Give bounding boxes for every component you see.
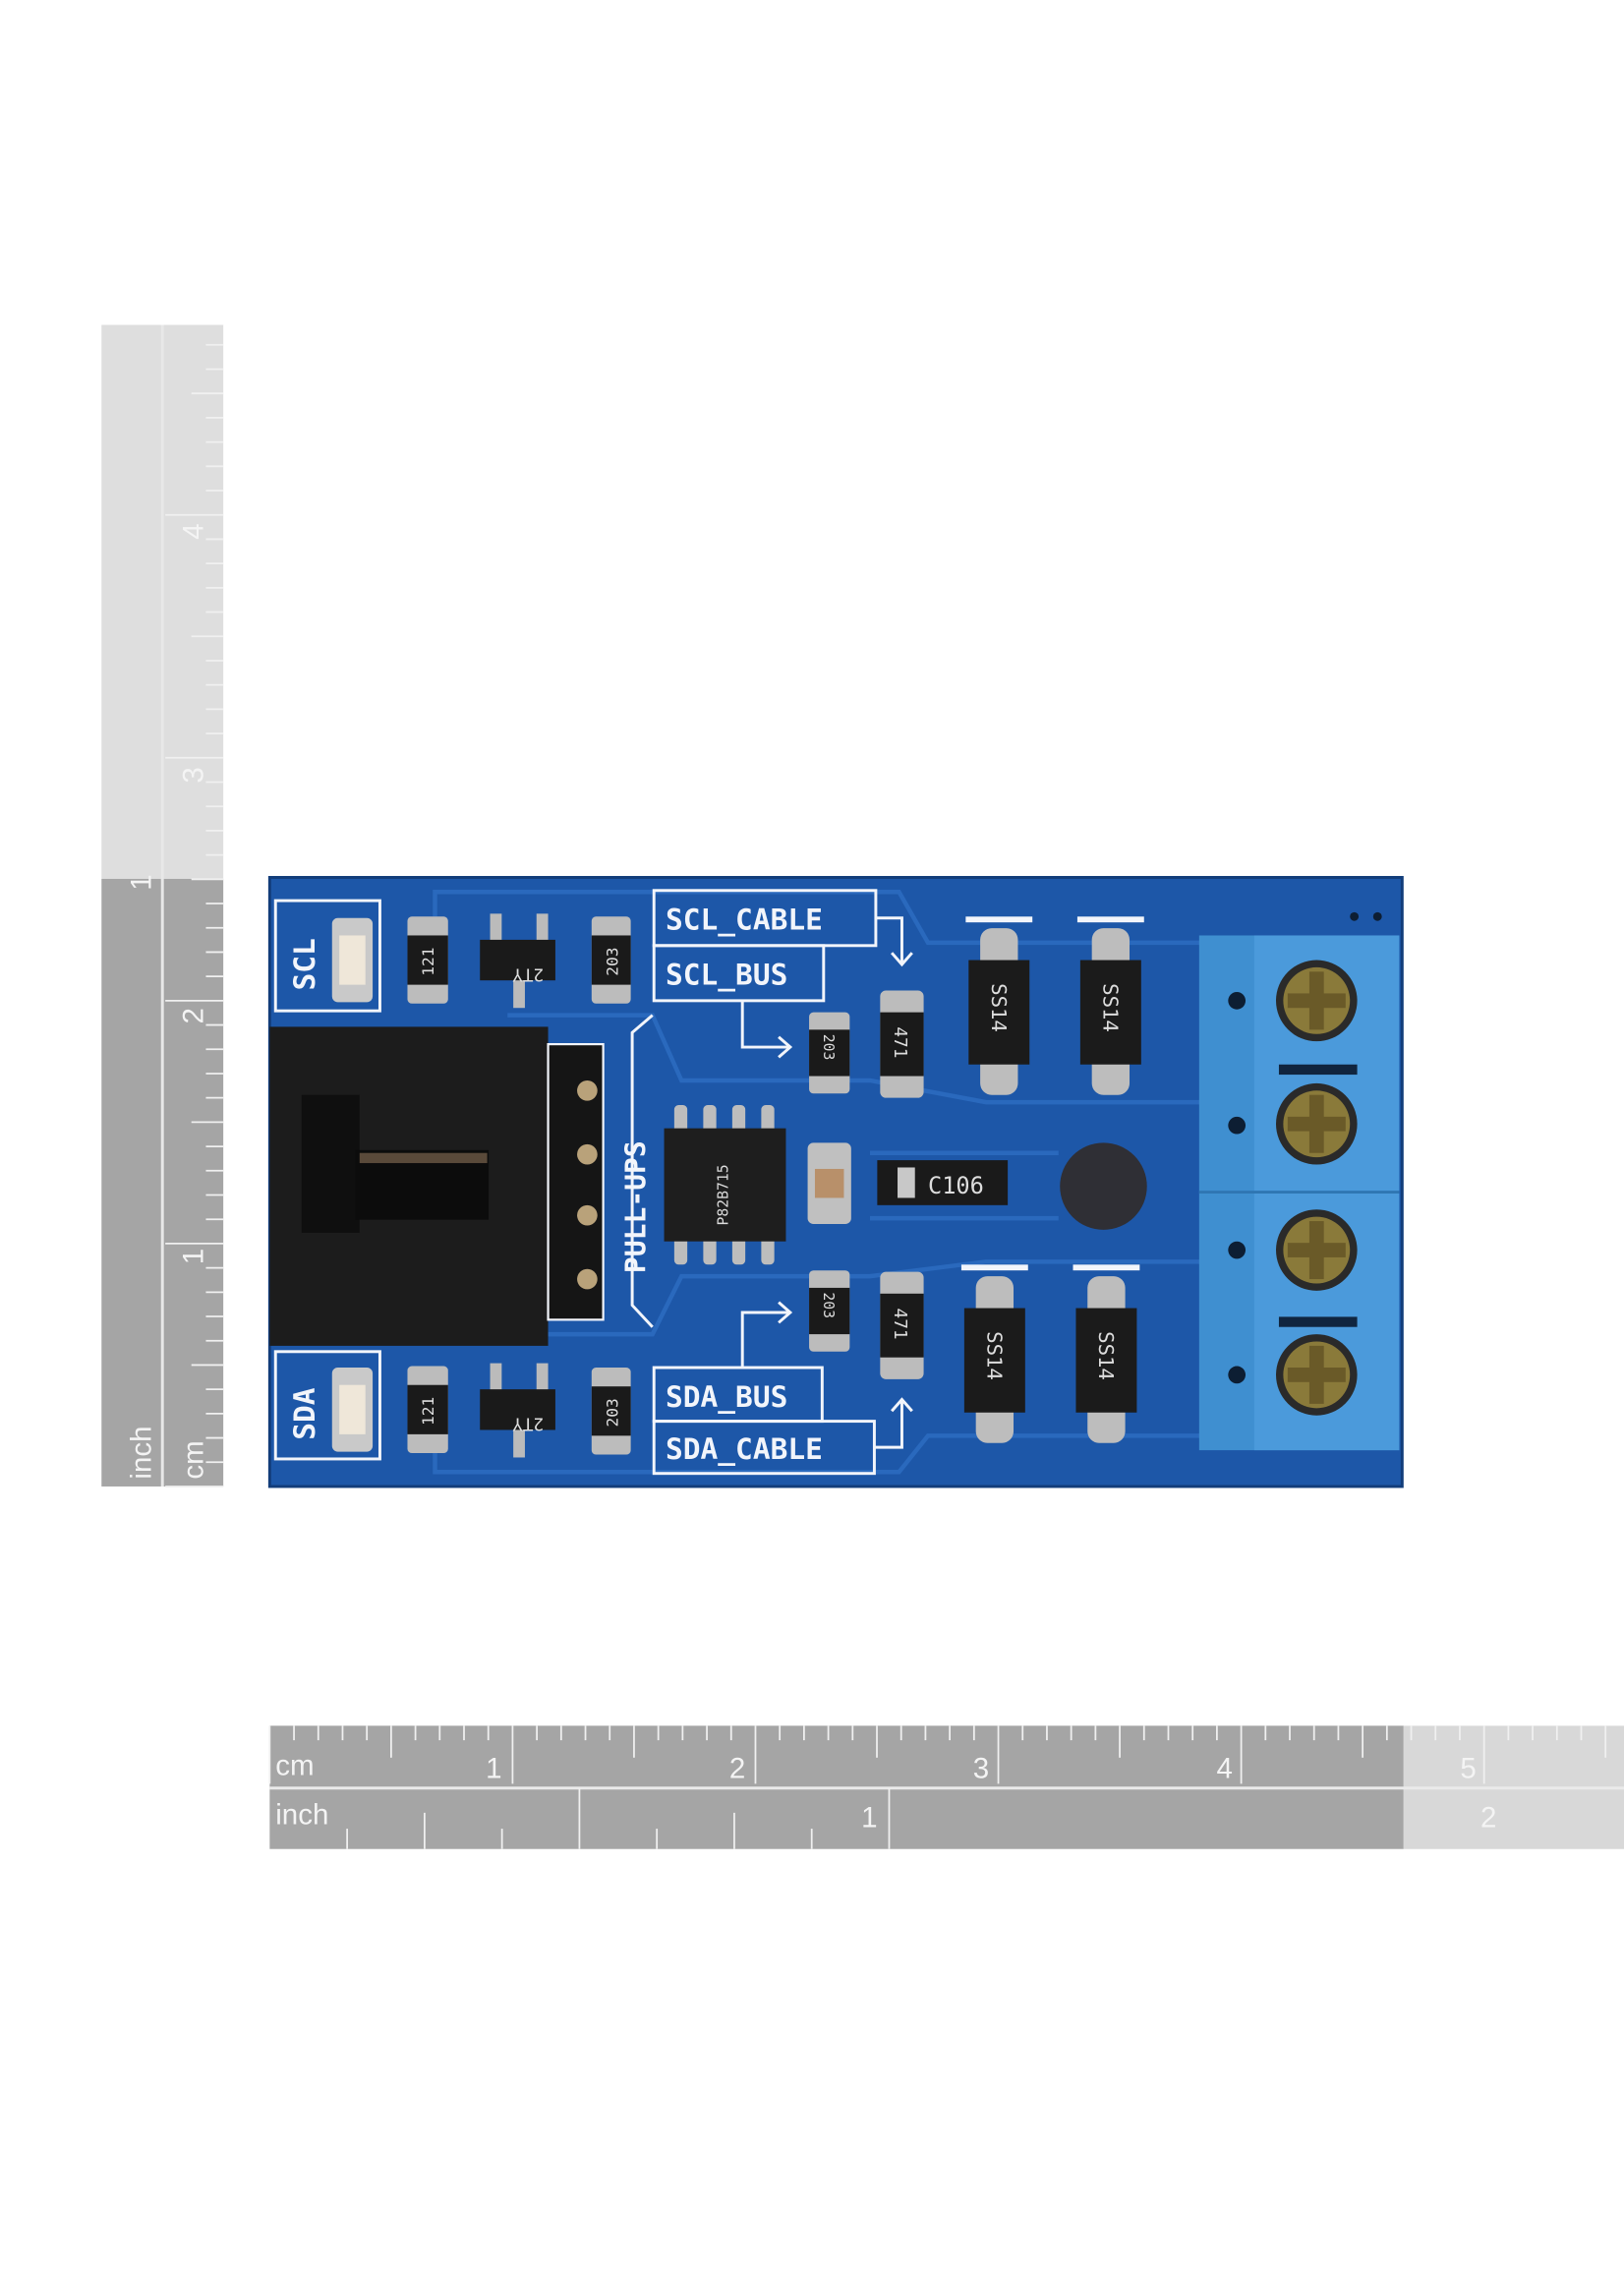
- ruler-unit-cm: cm: [275, 1750, 314, 1782]
- silk-pull-ups: PULL-UPS: [619, 1140, 652, 1273]
- ruler-cm-2: 2: [729, 1752, 745, 1784]
- screw-icon: [1276, 1209, 1358, 1291]
- ruler-cm-1: 1: [178, 1249, 210, 1264]
- resistor-marking: 203: [820, 1292, 837, 1318]
- ruler-inch-2: 2: [1480, 1802, 1496, 1835]
- ruler-unit-inch: inch: [125, 1426, 157, 1479]
- led-icon: [331, 917, 374, 1003]
- ruler-cm-3: 3: [178, 767, 210, 783]
- resistor-marking: 121: [419, 1397, 437, 1426]
- arrow-icons: [740, 916, 913, 1449]
- ic-marking: P82B715: [715, 1164, 731, 1225]
- silk-scl-bus: SCL_BUS: [666, 959, 787, 992]
- diode: SS14: [1073, 1264, 1140, 1443]
- ruler-cm-4: 4: [178, 523, 210, 539]
- diode-marking: SS14: [982, 1331, 1006, 1380]
- ruler-inch-1: 1: [861, 1802, 877, 1835]
- diode: SS14: [965, 916, 1033, 1095]
- ruler-unit-inch: inch: [275, 1799, 328, 1832]
- connector: [269, 1026, 605, 1346]
- diode-marking: SS14: [1094, 1331, 1118, 1380]
- silk-scl-cable: SCL_CABLE: [666, 904, 823, 937]
- resistor-marking: 203: [820, 1034, 837, 1061]
- ruler-cm-1: 1: [486, 1752, 501, 1784]
- silk-scl: SCL: [288, 938, 321, 990]
- diode: SS14: [960, 1264, 1028, 1443]
- diode-marking: SS14: [1098, 983, 1122, 1032]
- ruler-inch-1: 1: [125, 874, 157, 890]
- capacitor: C106: [877, 1160, 1009, 1205]
- transistor-marking: 2TY: [512, 963, 544, 983]
- silk-sda: SDA: [288, 1387, 321, 1440]
- ruler-cm-5: 5: [1460, 1752, 1476, 1784]
- silk-c106: C106: [928, 1172, 984, 1199]
- vertical-ruler: inch cm 1 2 3 4 1: [101, 324, 224, 1487]
- diode-marking: SS14: [987, 983, 1011, 1032]
- ruler-cm-4: 4: [1217, 1752, 1233, 1784]
- diode: SS14: [1076, 916, 1144, 1095]
- resistor-marking: 471: [890, 1309, 909, 1340]
- led-icon: [331, 1368, 374, 1452]
- silk-sda-bus: SDA_BUS: [666, 1380, 787, 1414]
- ruler-unit-cm: cm: [178, 1440, 210, 1479]
- screw-icon: [1276, 1082, 1358, 1165]
- terminal-block: [1198, 935, 1400, 1451]
- screw-icon: [1276, 1334, 1358, 1416]
- ruler-cm-3: 3: [973, 1752, 989, 1784]
- ruler-cm-2: 2: [178, 1008, 210, 1023]
- resistor-marking: 471: [890, 1026, 909, 1058]
- resistor-marking: 203: [603, 947, 621, 975]
- transistor-marking: 2TY: [512, 1414, 544, 1433]
- silk-sda-cable: SDA_CABLE: [666, 1432, 823, 1466]
- ic-chip: P82B715: [664, 1105, 786, 1265]
- screw-icon: [1276, 960, 1358, 1042]
- horizontal-ruler: cm inch 1 2 3 4 5 1 2: [268, 1725, 1624, 1849]
- resistor-marking: 203: [603, 1398, 621, 1427]
- pcb-board: SCL SDA 121 121 2TY 2TY 203 203: [267, 875, 1404, 1488]
- resistor-marking: 121: [419, 947, 437, 975]
